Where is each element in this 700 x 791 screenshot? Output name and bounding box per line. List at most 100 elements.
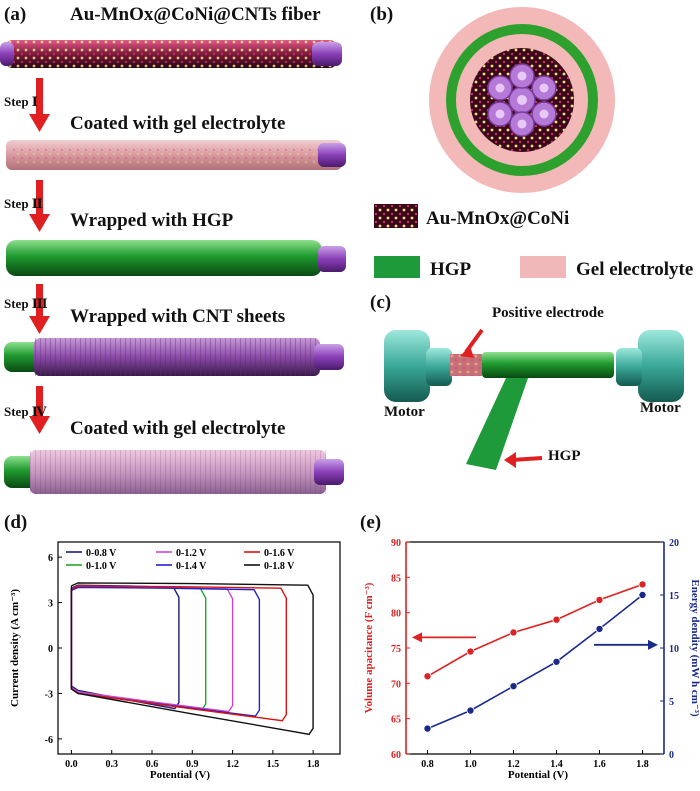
perf-right-axis-label: Energy dendity (mW h cm⁻³) — [689, 579, 700, 717]
step-2-text: Wrapped with HGP — [70, 210, 234, 231]
perf-right-tick-label: 10 — [669, 644, 679, 655]
cv-legend-label: 0-1.0 V — [86, 561, 117, 572]
step-1-label: Step Ⅰ — [4, 94, 38, 109]
cv-legend-label: 0-1.4 V — [176, 561, 207, 572]
perf-left-axis-label: Volume apacitance (F cm⁻³) — [363, 582, 375, 713]
step-3-text: Wrapped with CNT sheets — [70, 306, 286, 327]
cv-curve-0-1-8-V — [70, 582, 314, 736]
perf-point-right — [552, 657, 561, 666]
step-3-arrow — [29, 284, 50, 334]
step-2-arrow — [29, 180, 50, 232]
perf-point-right — [595, 624, 604, 633]
step-2-label: Step Ⅱ — [4, 196, 43, 211]
legend-hgp-label: HGP — [430, 259, 472, 280]
perf-point-left — [423, 672, 432, 681]
panel-b-illustration — [374, 7, 615, 278]
panel-d-label: (d) — [4, 512, 28, 533]
step-4-arrow — [29, 386, 50, 434]
perf-x-tick-label: 1.8 — [636, 759, 649, 770]
cv-chart: 0.0 0.3 0.6 0.9 1.2 1.5 1.8 6 3 0 -3 -6 0-0.8 V 0-1.… — [9, 541, 341, 781]
perf-point-right — [423, 724, 432, 733]
step-3-label: Step Ⅲ — [4, 296, 48, 311]
fiber-cnt-wrapped — [4, 338, 344, 376]
panel-b-label: (b) — [370, 4, 394, 25]
perf-left-tick-label: 90 — [391, 538, 401, 549]
panel-a-illustration — [0, 40, 346, 494]
cv-curve-0-1-0-V — [70, 585, 207, 711]
perf-line-right — [427, 594, 643, 730]
cv-y-axis-label: Current density (A cm⁻³) — [9, 589, 21, 707]
positive-electrode-label: Positive electrode — [492, 305, 604, 321]
perf-point-left — [466, 647, 475, 656]
perf-right-tick-label: 15 — [669, 591, 679, 602]
cv-x-tick-label: 1.8 — [307, 759, 320, 770]
cv-legend-label: 0-1.8 V — [264, 561, 295, 572]
legend-hgp-swatch — [374, 256, 420, 278]
panel-a-label: (a) — [4, 4, 27, 25]
cv-legend-label: 0-1.6 V — [264, 548, 295, 559]
perf-right-tick-label: 20 — [669, 538, 679, 549]
motor-left — [384, 330, 452, 402]
performance-chart: 0.8 1.0 1.2 1.4 1.6 1.8 60 65 70 75 80 85 90 0 5 10 15 20… — [363, 538, 700, 781]
cv-y-tick-label: -3 — [45, 689, 53, 700]
cv-x-tick-label: 0.6 — [146, 759, 159, 770]
fiber-title: Au-MnOx@CoNi@CNTs fiber — [70, 4, 321, 25]
panel-c-illustration — [384, 328, 684, 470]
step-4-label: Step Ⅳ — [4, 404, 47, 419]
cv-y-tick-label: 6 — [48, 553, 53, 564]
legend-gel-label: Gel electrolyte — [576, 259, 694, 280]
cv-x-tick-label: 0.9 — [186, 759, 199, 770]
hgp-rod — [482, 352, 614, 378]
motor-left-label: Motor — [384, 404, 425, 420]
hgp-sheet — [466, 378, 528, 470]
cv-y-tick-label: -6 — [45, 735, 53, 746]
legend-gel-swatch — [520, 256, 566, 278]
motor-right — [616, 330, 684, 402]
legend-aumno-label: Au-MnOx@CoNi — [426, 208, 570, 229]
right-axis-arrowhead — [648, 639, 658, 650]
cv-curve-0-1-2-V — [70, 585, 234, 713]
perf-left-tick-label: 85 — [391, 573, 401, 584]
fiber-gel-coated — [6, 140, 346, 170]
perf-left-tick-label: 60 — [391, 750, 401, 761]
perf-left-tick-label: 75 — [391, 644, 401, 655]
perf-point-right — [638, 591, 647, 600]
cross-section — [429, 7, 615, 193]
cv-y-tick-label: 0 — [48, 644, 53, 655]
perf-x-axis-label: Potential (V) — [508, 769, 569, 781]
perf-right-tick-label: 5 — [669, 697, 674, 708]
hgp-label: HGP — [548, 448, 581, 464]
step-4-text: Coated with gel electrolyte — [70, 418, 286, 439]
perf-point-left — [552, 615, 561, 624]
cv-legend-label: 0-0.8 V — [86, 548, 117, 559]
fiber-bare — [0, 40, 342, 68]
panel-c-label: (c) — [370, 292, 392, 313]
perf-left-tick-label: 70 — [391, 679, 401, 690]
fiber-hgp-wrapped — [6, 240, 346, 276]
cv-x-tick-label: 0.3 — [105, 759, 118, 770]
cv-x-tick-label: 0.0 — [65, 759, 78, 770]
perf-x-tick-label: 0.8 — [421, 759, 434, 770]
perf-point-left — [638, 580, 647, 589]
perf-x-tick-label: 1.4 — [550, 759, 563, 770]
cv-x-axis-label: Potential (V) — [150, 769, 211, 781]
cv-x-tick-label: 1.5 — [267, 759, 280, 770]
perf-point-left — [595, 595, 604, 604]
cv-y-tick-label: 3 — [48, 599, 53, 610]
step-1-text: Coated with gel electrolyte — [70, 113, 286, 134]
legend-aumno-swatch — [374, 204, 418, 228]
perf-point-left — [509, 628, 518, 637]
perf-x-tick-label: 1.6 — [593, 759, 606, 770]
perf-x-tick-label: 1.2 — [507, 759, 520, 770]
perf-right-tick-label: 0 — [669, 750, 674, 761]
cv-x-tick-label: 1.2 — [226, 759, 239, 770]
left-axis-arrowhead — [412, 632, 422, 643]
step-1-arrow — [29, 78, 50, 132]
cv-curve-0-0-8-V — [70, 584, 180, 710]
perf-x-tick-label: 1.0 — [464, 759, 477, 770]
perf-left-tick-label: 80 — [391, 609, 401, 620]
cv-legend-label: 0-1.2 V — [176, 548, 207, 559]
perf-point-right — [509, 682, 518, 691]
perf-left-tick-label: 65 — [391, 715, 401, 726]
perf-point-right — [466, 706, 475, 715]
